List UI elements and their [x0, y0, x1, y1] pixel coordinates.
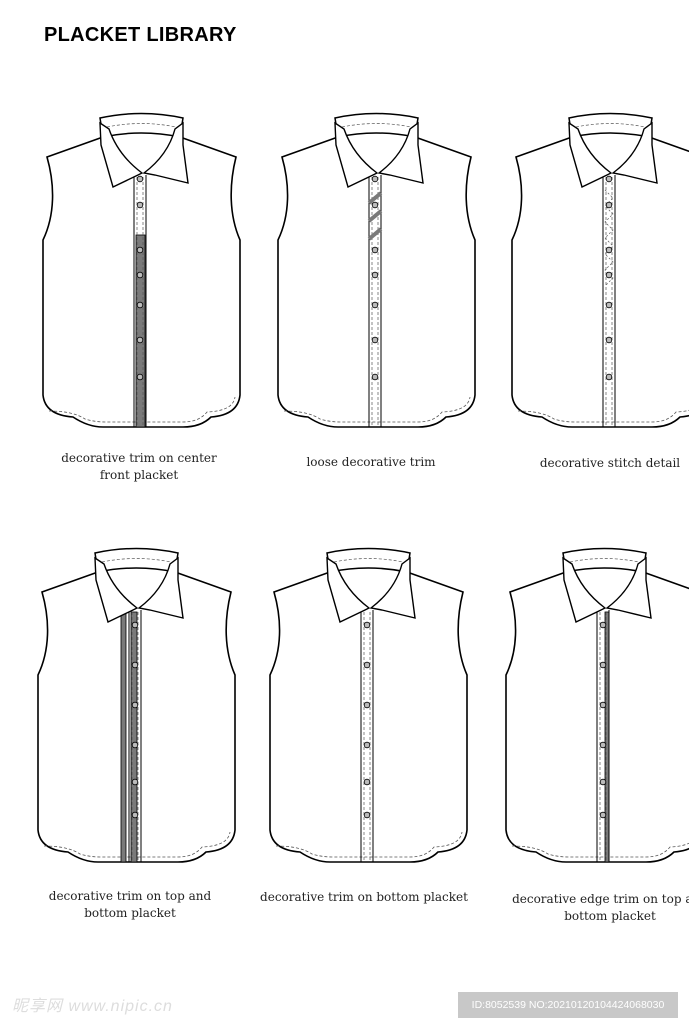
collar-stitch	[341, 123, 412, 128]
button-icon	[136, 336, 144, 344]
collar-band	[94, 547, 179, 573]
button-icon	[136, 175, 144, 183]
button-icon	[131, 621, 139, 629]
collar-right-leaf	[369, 556, 416, 619]
placket-trim	[130, 611, 138, 863]
button-icon	[136, 246, 144, 254]
button-icon	[605, 301, 613, 309]
button-icon	[371, 201, 379, 209]
collar-band	[562, 547, 647, 573]
button-icon	[605, 175, 613, 183]
hem-stitch	[283, 396, 471, 423]
button-icon	[599, 621, 607, 629]
button-icon	[371, 373, 379, 381]
loose-trim-strip	[367, 209, 383, 223]
button-icon	[371, 336, 379, 344]
watermark-id: ID:8052539 NO:20210120104424068030	[458, 992, 678, 1018]
button-icon	[363, 701, 371, 709]
button-icon	[371, 175, 379, 183]
button-icon	[131, 661, 139, 669]
button-icon	[136, 201, 144, 209]
shirt-label: decorative trim on top and bottom placke…	[48, 889, 212, 920]
button-icon	[371, 271, 379, 279]
button-icon	[371, 301, 379, 309]
collar-band	[334, 112, 419, 138]
button-icon	[605, 201, 613, 209]
collar-band	[326, 547, 411, 573]
button-icon	[363, 811, 371, 819]
shirt-label: loose decorative trim	[306, 455, 436, 469]
button-icon	[605, 271, 613, 279]
shirt-sketch-loose-trim	[277, 112, 476, 428]
collar-stitch	[575, 123, 646, 128]
hem-stitch	[517, 409, 689, 423]
shirt-sketch-center-trim	[42, 112, 241, 428]
button-icon	[599, 701, 607, 709]
button-icon	[363, 741, 371, 749]
button-icon	[599, 741, 607, 749]
shirt-sketch-edge-trim	[505, 547, 689, 863]
shirt-label: decorative trim on bottom placket	[260, 890, 468, 904]
hem-stitch	[275, 831, 463, 858]
button-icon	[605, 246, 613, 254]
watermark-logo: 昵享网 www.nipic.cn	[12, 998, 173, 1015]
button-icon	[136, 271, 144, 279]
button-icon	[131, 778, 139, 786]
zigzag-stitch	[604, 189, 614, 287]
button-icon	[605, 336, 613, 344]
shirt-body	[511, 136, 689, 428]
collar-left-leaf	[94, 556, 139, 623]
collar-left-leaf	[326, 556, 371, 623]
shirt-body	[269, 571, 468, 863]
collar-right-leaf	[377, 121, 424, 184]
collar-right-leaf	[142, 121, 189, 184]
shirt-label: decorative edge trim on top and bottom p…	[512, 892, 689, 923]
collar-band	[568, 112, 653, 138]
button-icon	[605, 373, 613, 381]
collar-stitch	[569, 558, 640, 563]
placket-trim	[135, 234, 146, 428]
hem-stitch	[43, 831, 231, 858]
collar-right-leaf	[137, 556, 184, 619]
button-icon	[363, 661, 371, 669]
button-icon	[599, 811, 607, 819]
collar-stitch	[101, 558, 172, 563]
button-icon	[599, 778, 607, 786]
collar-right-leaf	[611, 121, 658, 184]
loose-trim-strip	[367, 227, 383, 241]
button-icon	[136, 301, 144, 309]
placket-trim	[120, 611, 127, 863]
loose-trim-strip	[367, 191, 383, 205]
button-icon	[599, 661, 607, 669]
collar-left-leaf	[562, 556, 607, 623]
collar-stitch	[106, 123, 177, 128]
button-icon	[363, 778, 371, 786]
collar-left-leaf	[568, 121, 613, 188]
button-icon	[363, 621, 371, 629]
shirt-label: decorative stitch detail	[539, 456, 681, 470]
shirt-sketch-bottom-trim	[269, 547, 468, 863]
button-icon	[131, 741, 139, 749]
page-title: PLACKET LIBRARY	[44, 24, 237, 46]
collar-band	[99, 112, 184, 138]
collar-stitch	[333, 558, 404, 563]
collar-left-leaf	[99, 121, 144, 188]
button-icon	[136, 373, 144, 381]
shirt-sketch-top-bottom-trim	[37, 547, 236, 863]
placket-trim	[604, 611, 610, 863]
shirt-body	[277, 136, 476, 428]
button-icon	[371, 246, 379, 254]
shirt-label: decorative trim on center front placket	[61, 451, 217, 482]
button-icon	[131, 811, 139, 819]
button-icon	[131, 701, 139, 709]
collar-left-leaf	[334, 121, 379, 188]
shirt-sketch-stitch-detail	[511, 112, 689, 428]
collar-right-leaf	[605, 556, 652, 619]
